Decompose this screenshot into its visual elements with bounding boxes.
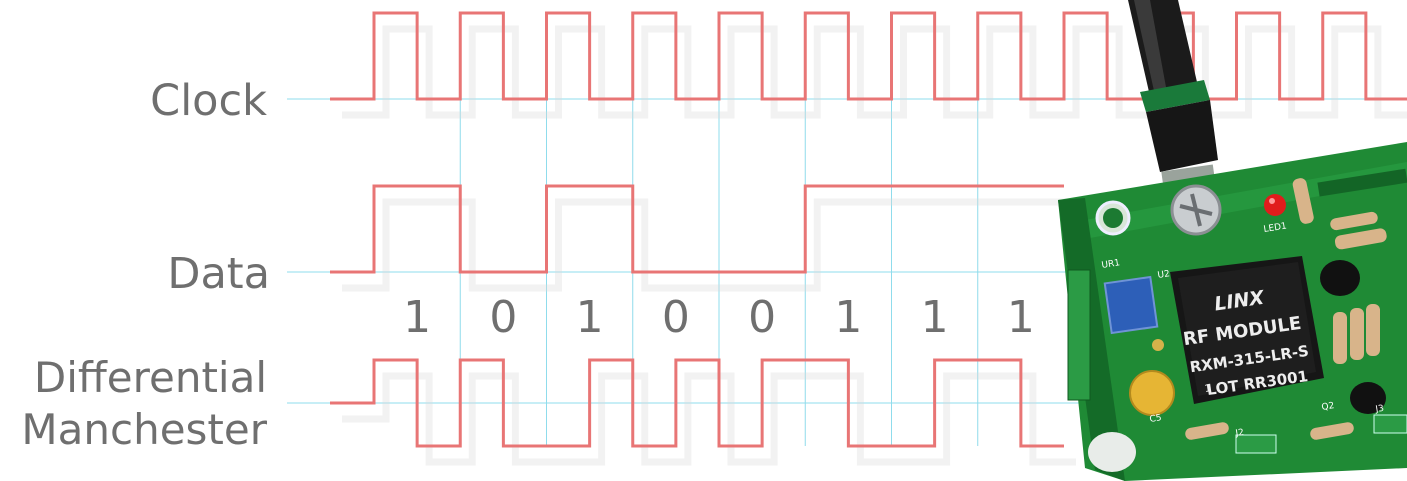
silk-u2: U2 (1157, 269, 1171, 281)
antenna-icon (1128, 0, 1218, 186)
led-icon (1264, 194, 1286, 216)
resistor-icons (1185, 178, 1387, 440)
rf-module-board-picture: LINX RF MODULE RXM-315-LR-S LOT RR3001 1… (1058, 0, 1407, 481)
differential-label-line1: Differential (33, 353, 267, 402)
dm-wave-shadow (342, 372, 1076, 466)
data-label: Data (167, 249, 270, 299)
bit-value: 0 (748, 292, 777, 343)
data-wave-shadow (342, 198, 1076, 292)
silk-ur1: UR1 (1101, 258, 1121, 271)
bit-value: 1 (403, 292, 432, 343)
clock-label: Clock (150, 76, 267, 126)
bit-value: 0 (489, 292, 518, 343)
clock-waveform (330, 11, 1407, 101)
differential-manchester-waveform (330, 358, 1064, 448)
data-waveform (330, 184, 1064, 274)
bit-value: 0 (661, 292, 690, 343)
differential-manchester-label: Differential Manchester (21, 352, 267, 456)
clock-wave-shadow (342, 25, 1407, 119)
bit-value: 1 (834, 292, 863, 343)
capacitor-icon (1129, 370, 1175, 416)
module-pin1: 1 (1204, 383, 1212, 395)
silk-led1: LED1 (1263, 221, 1288, 235)
rf-module-chip: LINX RF MODULE RXM-315-LR-S LOT RR3001 1 (1170, 256, 1324, 404)
potentiometer-icon (1103, 275, 1159, 335)
bit-value: 1 (920, 292, 949, 343)
silk-c5: C5 (1149, 413, 1162, 425)
silk-q2: Q2 (1321, 401, 1335, 413)
waveforms (330, 11, 1407, 448)
waveform-shadows (342, 25, 1407, 466)
manchester-label-line2: Manchester (21, 405, 267, 454)
bit-value: 1 (1006, 292, 1035, 343)
silk-j3: J3 (1374, 404, 1385, 415)
transistor-icon-2 (1350, 382, 1386, 414)
silk-j2: J2 (1234, 428, 1245, 439)
transistor-icon (1320, 260, 1360, 296)
bit-value: 1 (575, 292, 604, 343)
